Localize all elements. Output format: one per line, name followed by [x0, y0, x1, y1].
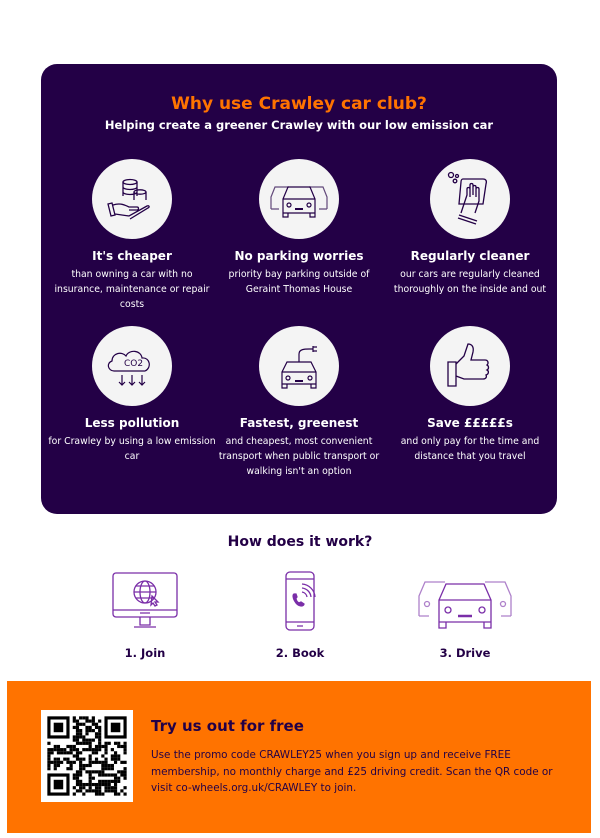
feature-parking: No parking worries priority bay parking …: [214, 159, 384, 297]
step-label: 3. Drive: [439, 646, 491, 660]
feature-title: Fastest, greenest: [239, 416, 359, 430]
parked-cars-icon: [259, 159, 339, 239]
hand-coins-icon: [92, 159, 172, 239]
feature-title: Less pollution: [84, 416, 180, 430]
thumbs-up-icon: [430, 326, 510, 406]
feature-title: Regularly cleaner: [410, 249, 530, 263]
step-join: 1. Join: [85, 570, 205, 660]
promo-banner: Try us out for free Use the promo code C…: [7, 681, 591, 833]
feature-text: for Crawley by using a low emission car: [48, 436, 216, 462]
feature-title: No parking worries: [234, 249, 364, 263]
feature-save: Save £££££s and only pay for the time an…: [385, 326, 555, 464]
cars-icon: [418, 581, 512, 629]
feature-text: and only pay for the time and distance t…: [400, 436, 540, 462]
card-title: Why use Crawley car club?: [171, 94, 427, 114]
feature-text: priority bay parking outside of Geraint …: [228, 269, 370, 295]
promo-title: Try us out for free: [151, 717, 304, 735]
computer-globe-icon: [112, 572, 178, 628]
feature-text: and cheapest, most convenient transport …: [218, 436, 380, 477]
cleaning-glove-icon: [430, 159, 510, 239]
how-it-works-title: How does it work?: [227, 534, 373, 550]
step-book: 2. Book: [240, 570, 360, 660]
benefits-card: Why use Crawley car club? Helping create…: [41, 64, 557, 514]
feature-pollution: CO2 Less pollution for Crawley by using …: [47, 326, 217, 464]
phone-call-icon: [285, 571, 316, 631]
card-subtitle: Helping create a greener Crawley with ou…: [104, 118, 494, 132]
electric-car-icon: [259, 326, 339, 406]
feature-fastest: Fastest, greenest and cheapest, most con…: [214, 326, 384, 479]
step-label: 2. Book: [275, 646, 325, 660]
co2-label: CO2: [124, 359, 143, 369]
promo-text: Use the promo code CRAWLEY25 when you si…: [151, 749, 553, 794]
co2-cloud-icon: CO2: [92, 326, 172, 406]
feature-text: than owning a car with no insurance, mai…: [54, 269, 210, 310]
step-drive: 3. Drive: [405, 570, 525, 660]
step-label: 1. Join: [124, 646, 166, 660]
qr-code-icon: [47, 716, 127, 796]
feature-cheaper: It's cheaper than owning a car with no i…: [47, 159, 217, 312]
feature-cleaner: Regularly cleaner our cars are regularly…: [385, 159, 555, 297]
feature-title: It's cheaper: [92, 249, 172, 263]
feature-text: our cars are regularly cleaned thoroughl…: [393, 269, 547, 295]
qr-code[interactable]: [41, 710, 133, 802]
feature-title: Save £££££s: [427, 416, 513, 430]
